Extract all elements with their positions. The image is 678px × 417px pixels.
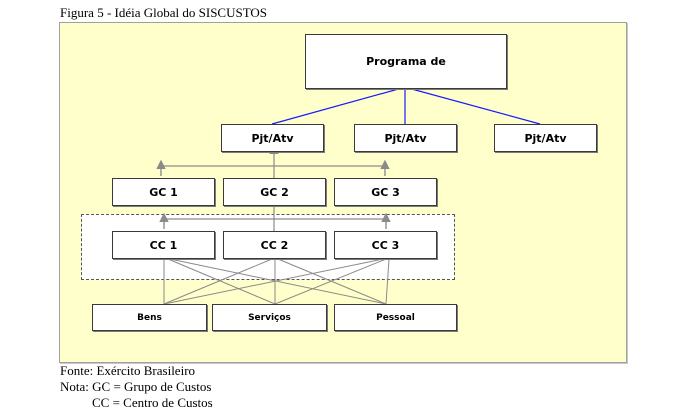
- bus-cc-gc: [163, 218, 387, 229]
- input-box: Serviços: [212, 304, 327, 331]
- bus-gc-pjt: [160, 165, 386, 176]
- cost-group-box: GC 2: [223, 178, 326, 206]
- cost-group-box: GC 1: [112, 178, 215, 206]
- source-note: Fonte: Exército Brasileiro: [60, 363, 196, 378]
- arrow-pjt1-programa: [271, 79, 407, 125]
- cost-group-box: GC 3: [334, 178, 437, 206]
- cost-center-box: CC 1: [112, 231, 215, 259]
- programa-box: Programa de: [305, 34, 507, 89]
- input-box: Bens: [92, 304, 207, 331]
- figure-caption: Figura 5 - Idéia Global do SISCUSTOS: [60, 5, 268, 20]
- input-to-cc-arrows: [160, 252, 393, 305]
- project-box: Pjt/Atv: [494, 124, 597, 152]
- project-box: Pjt/Atv: [221, 124, 324, 152]
- input-box: Pessoal: [334, 304, 457, 331]
- abbrev-note-gc: Nota: GC = Grupo de Custos: [60, 379, 212, 394]
- arrow-pjt3-programa: [403, 79, 541, 125]
- figure-notes: Fonte: Exército Brasileiro Nota: GC = Gr…: [60, 363, 213, 411]
- abbrev-note-cc: CC = Centro de Custos: [92, 395, 213, 410]
- cost-center-box: CC 3: [334, 231, 437, 259]
- cost-center-box: CC 2: [223, 231, 326, 259]
- project-box: Pjt/Atv: [354, 124, 457, 152]
